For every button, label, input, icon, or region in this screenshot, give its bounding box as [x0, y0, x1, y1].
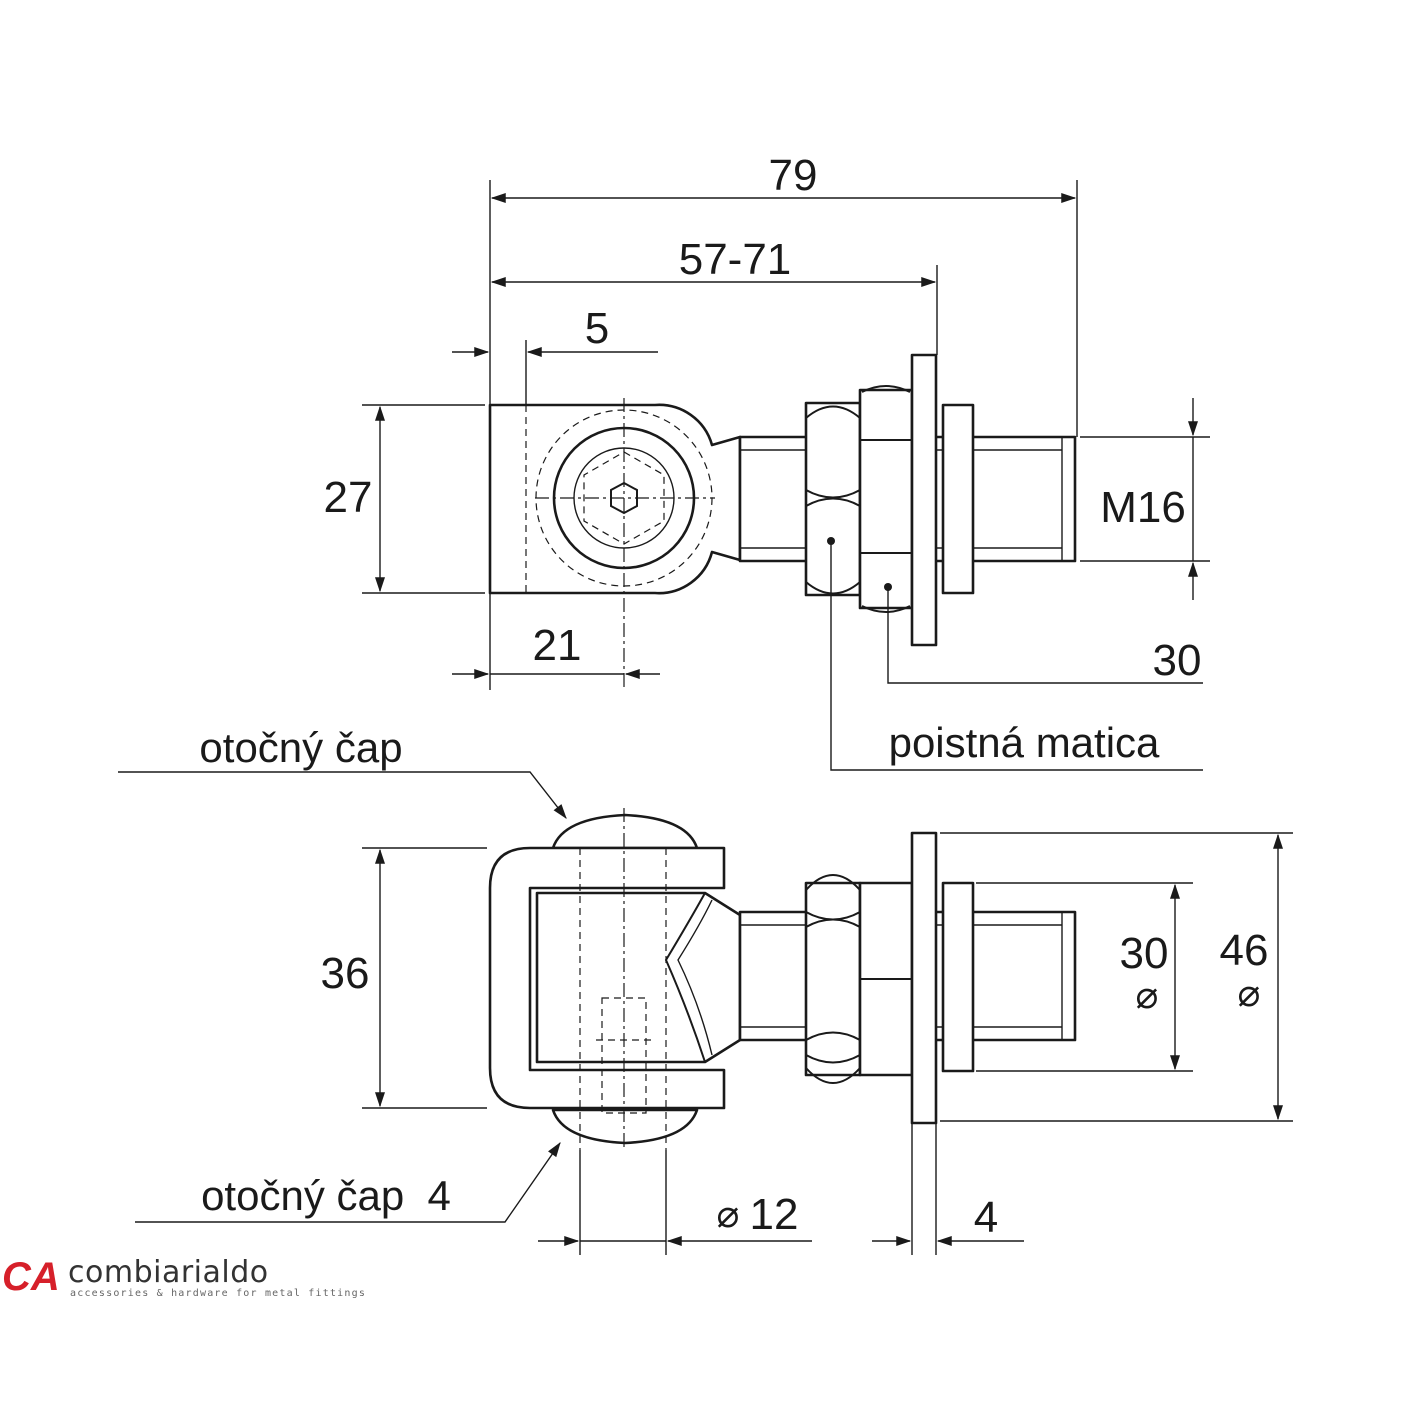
hex-socket — [610, 481, 638, 515]
diameter-symbol-12: ⌀ — [717, 1194, 740, 1236]
lock-nut-faces — [860, 385, 912, 613]
dim-nut-size: 30 — [1153, 636, 1202, 685]
pin-head-top — [551, 813, 699, 850]
u-yoke — [488, 846, 726, 1110]
small-washer — [941, 403, 975, 595]
brand-logo: CA combiarialdo accessories & hardware f… — [2, 1255, 366, 1299]
dim-washer-thickness: 4 — [974, 1193, 998, 1242]
nut-1-faces — [805, 405, 861, 595]
eye-block — [535, 891, 742, 1064]
pivot-pin-top-label: otočný čap — [199, 724, 402, 771]
dim-offset: 5 — [585, 304, 609, 353]
dim-pin-dia: 12 — [750, 1190, 799, 1239]
top-view — [488, 353, 1077, 690]
top-dimensions: 79 57-71 5 27 21 M16 30 poistná matica — [324, 151, 1210, 771]
dim-washer-small-dia: 30 — [1120, 929, 1169, 978]
dim-overall-length: 79 — [769, 151, 818, 200]
lock-nut — [858, 388, 914, 610]
dim-pin-center: 21 — [533, 621, 582, 670]
diameter-symbol-46: ⌀ — [1238, 973, 1261, 1015]
small-washer-bottom — [941, 881, 975, 1073]
nut-1-bottom — [804, 881, 862, 1077]
logo-mark: CA — [2, 1255, 60, 1299]
bottom-view — [488, 808, 1077, 1150]
lock-nut-label: poistná matica — [889, 719, 1160, 766]
pivot-pin-bottom-leader — [135, 1141, 561, 1223]
large-washer-bottom — [910, 831, 938, 1125]
pivot-pin-bottom-label: otočný čap 4 — [201, 1172, 451, 1219]
large-washer — [910, 353, 938, 647]
logo-tagline: accessories & hardware for metal fitting… — [70, 1288, 366, 1299]
dim-washer-large-dia: 46 — [1220, 926, 1269, 975]
dim-eye-height: 27 — [324, 473, 373, 522]
logo-name: combiarialdo — [68, 1255, 269, 1290]
eye-neck-curve-inner — [677, 899, 713, 1056]
dim-yoke-height: 36 — [321, 949, 370, 998]
diameter-symbol-30: ⌀ — [1136, 975, 1159, 1017]
pivot-pin-top-leader — [118, 771, 567, 819]
dim-adjust-range: 57-71 — [679, 235, 792, 284]
bottom-dimensions: 36 30 ⌀ 46 ⌀ ⌀ 12 4 otočný čap otočný ča… — [118, 724, 1293, 1255]
nut-1-bottom-faces — [805, 874, 861, 1084]
pin-socket-hidden — [601, 997, 647, 1114]
pin-head-bottom — [551, 1108, 699, 1145]
nut-size-leader — [887, 587, 1203, 684]
lock-nut-leader — [830, 541, 1203, 771]
dim-thread: M16 — [1100, 483, 1186, 532]
